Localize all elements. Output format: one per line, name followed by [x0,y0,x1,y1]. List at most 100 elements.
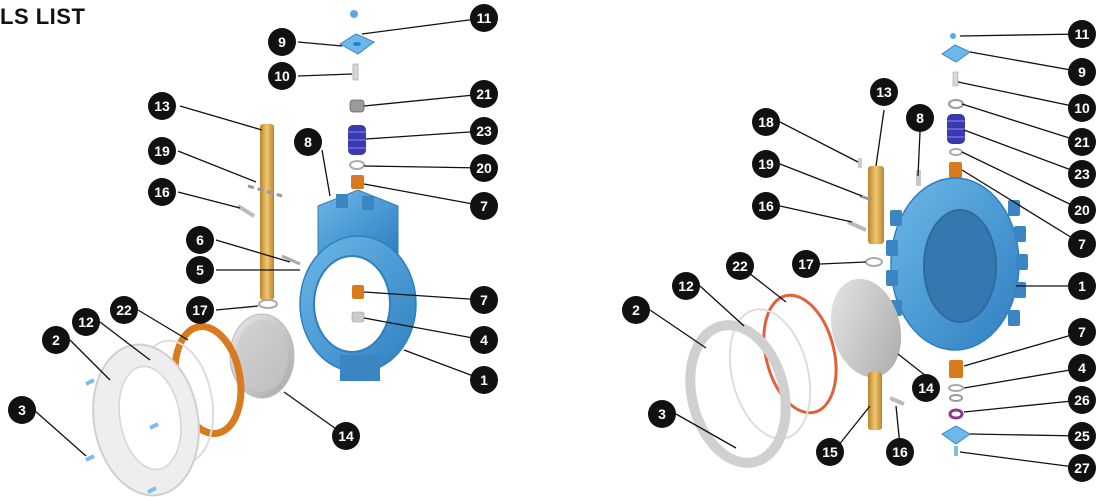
part-stem-oring [258,299,278,309]
right-callout-24: 26 [1068,386,1096,414]
callout-bubble [1068,272,1096,300]
callout-bubble [816,438,844,466]
left-callout-14: 17 [186,296,214,324]
callout-bubble [148,178,176,206]
callout-bubble [672,272,700,300]
callout-number: 12 [78,314,94,330]
right-callout-25: 25 [1068,422,1096,450]
left-callout-17: 1 [470,366,498,394]
callout-number: 16 [892,444,908,460]
right-callout-8: 1 [1068,272,1096,300]
left-callout-15: 7 [470,286,498,314]
part-bushing-upper [351,175,364,189]
callout-number: 3 [658,406,666,422]
callout-bubble [332,422,360,450]
callout-bubble [186,296,214,324]
callout-number: 1 [1078,278,1086,294]
callout-number: 19 [758,156,774,172]
callout-bubble [1068,230,1096,258]
callout-number: 20 [1074,202,1090,218]
right-callout-20: 15 [816,438,844,466]
right-callout-7: 7 [1068,230,1096,258]
part-bushing-lower [352,285,364,299]
callout-bubble [1068,20,1096,48]
callout-bubble [1068,454,1096,482]
right-callout-1: 11 [1068,20,1096,48]
callout-bubble [1068,354,1096,382]
callout-number: 15 [822,444,838,460]
part-key-pin [247,184,283,198]
callout-number: 22 [732,258,748,274]
callout-number: 2 [632,302,640,318]
callout-bubble [470,326,498,354]
callout-number: 18 [758,114,774,130]
callout-number: 2 [52,332,60,348]
right-callout-3: 10 [1068,94,1096,122]
callout-number: 7 [1078,236,1086,252]
left-callout-6: 20 [470,154,498,182]
right-callout-23: 4 [1068,354,1096,382]
callout-number: 27 [1074,460,1090,476]
page-title: LS LIST [0,4,86,29]
callout-number: 10 [1074,100,1090,116]
left-callout-3: 10 [268,62,296,90]
left-callout-18: 2 [42,326,70,354]
left-callout-16: 4 [470,326,498,354]
left-callout-21: 3 [8,396,36,424]
callout-number: 16 [758,198,774,214]
part-pin [352,63,359,81]
part-washer [349,99,365,113]
callout-number: 12 [678,278,694,294]
callout-number: 23 [1074,166,1090,182]
right-callout-6: 20 [1068,196,1096,224]
callout-bubble [110,296,138,324]
callout-bubble [1068,196,1096,224]
left-callout-8: 13 [148,92,176,120]
callout-number: 20 [476,160,492,176]
callout-bubble [752,192,780,220]
callout-bubble [1068,318,1096,346]
right-callout-10: 18 [752,108,780,136]
callout-bubble [886,438,914,466]
right-callout-9: 13 [870,78,898,106]
callout-bubble [792,250,820,278]
left-callout-2: 9 [268,28,296,56]
callout-number: 11 [1075,26,1090,42]
callout-bubble [186,226,214,254]
callout-number: 10 [274,68,290,84]
callout-bubble [1068,94,1096,122]
callout-number: 7 [1078,324,1086,340]
callout-bubble [752,150,780,178]
left-callout-4: 21 [470,80,498,108]
leader-lines [33,17,1083,469]
right-callout-18: 3 [648,400,676,428]
callout-bubble [42,326,70,354]
part-right-orange-seal [762,293,838,415]
callout-number: 25 [1074,428,1090,444]
right-callout-22: 7 [1068,318,1096,346]
callout-bubble [752,108,780,136]
right-callout-15: 22 [726,252,754,280]
callout-number: 7 [480,198,488,214]
callout-number: 8 [916,110,924,126]
callout-bubble [470,117,498,145]
left-callout-9: 19 [148,137,176,165]
callout-number: 21 [1074,134,1090,150]
callout-bubble [870,78,898,106]
part-right-retaining-ring [685,320,791,468]
left-callout-11: 8 [294,128,322,156]
callout-bubble [268,62,296,90]
callout-bubble [470,366,498,394]
callout-number: 4 [480,332,488,348]
callout-number: 21 [476,86,492,102]
callout-bubble [1068,58,1096,86]
callout-bubble [148,92,176,120]
right-assembly [685,33,1028,468]
callout-number: 9 [278,34,286,50]
callout-bubble [72,308,100,336]
callout-number: 8 [304,134,312,150]
right-callout-4: 21 [1068,128,1096,156]
callout-bubble [8,396,36,424]
right-callout-16: 12 [672,272,700,300]
